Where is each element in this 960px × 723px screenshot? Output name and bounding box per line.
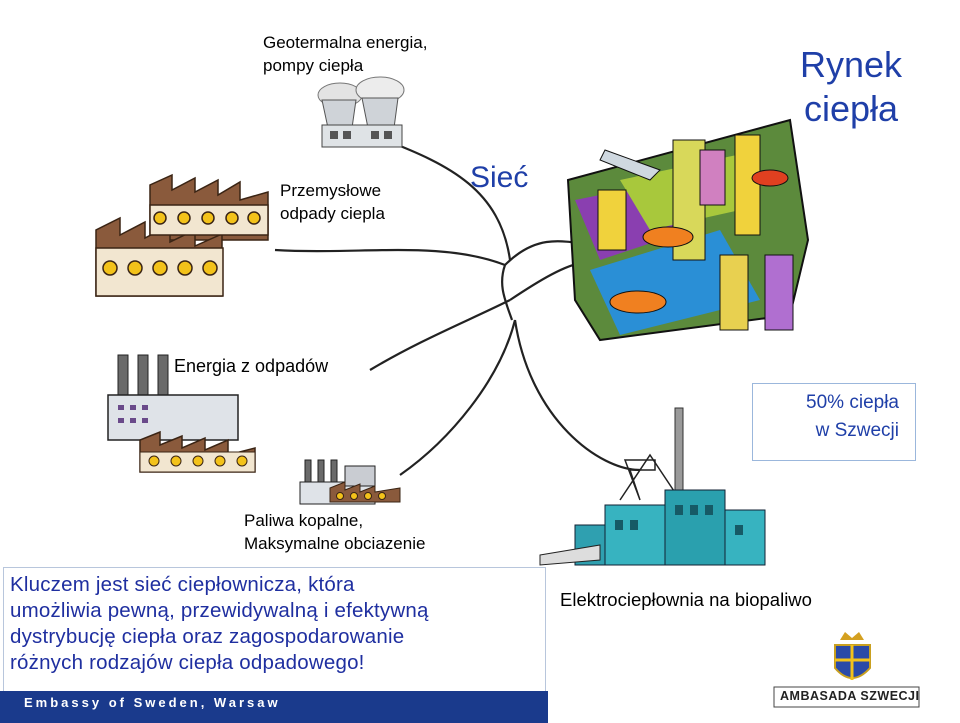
waste-to-energy-plant-icon: [107, 354, 256, 473]
industry-factory-icon: [95, 173, 269, 297]
fossil-label-line2: Maksymalne obciazenie: [244, 534, 426, 553]
chp-plant-icon: [539, 407, 766, 566]
network-title: Sieć: [470, 161, 529, 194]
line-industry: [274, 248, 506, 267]
key-message-box: [3, 567, 546, 693]
industry-label-line2: odpady ciepla: [280, 204, 385, 223]
heat-share-line2: w Szwecji: [815, 420, 899, 441]
embassy-crest-icon: [773, 632, 920, 708]
industry-label-line1: Przemysłowe: [280, 181, 382, 200]
network-lines: [274, 138, 641, 476]
line-chp: [513, 319, 641, 472]
heat-share-box: 50% ciepła w Szwecji: [752, 383, 916, 461]
city-market-icon: [566, 118, 810, 342]
heat-share-line1: 50% ciepła: [806, 392, 899, 413]
key-message: Kluczem jest sieć ciepłownicza, która um…: [10, 572, 550, 676]
embassy-logo-text: AMBASADA SZWECJI: [780, 689, 920, 703]
line-geothermal: [384, 138, 512, 261]
chp-label: Elektrociepłownia na biopaliwo: [560, 589, 812, 610]
key-message-line1: Kluczem jest sieć ciepłownicza, która: [10, 573, 355, 596]
market-title-line1: Rynek: [800, 44, 903, 85]
line-waste: [369, 299, 511, 371]
fossil-fuel-plant-icon: [299, 459, 401, 505]
geothermal-label-line2: pompy ciepła: [263, 56, 364, 75]
waste-energy-label: Energia z odpadów: [174, 356, 329, 376]
key-message-line2: umożliwia pewną, przewidywalną i efektyw…: [10, 599, 429, 622]
fossil-label-line1: Paliwa kopalne,: [244, 511, 364, 530]
key-message-line3: dystrybucję ciepła oraz zagospodarowanie: [10, 625, 405, 648]
line-hub: [501, 264, 514, 321]
footer-bar: Embassy of Sweden, Warsaw: [0, 691, 548, 723]
line-fossil: [399, 319, 517, 476]
geothermal-label-line1: Geotermalna energia,: [263, 33, 428, 52]
footer-text: Embassy of Sweden, Warsaw: [24, 695, 281, 710]
key-message-line4: różnych rodzajów ciepła odpadowego!: [10, 651, 365, 674]
geothermal-plant-icon: [317, 76, 405, 148]
market-title-line2: ciepła: [804, 88, 899, 129]
